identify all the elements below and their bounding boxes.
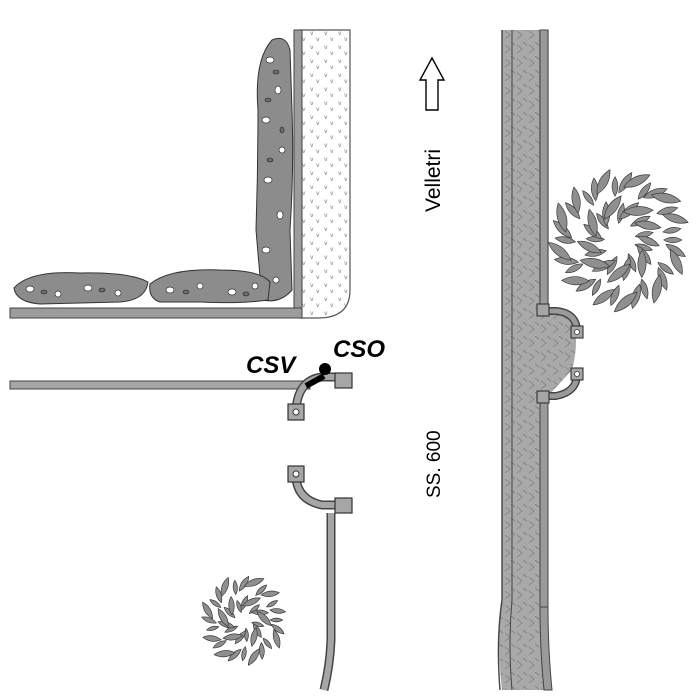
- road-ss600: [497, 29, 584, 691]
- tree-leaf: [270, 623, 285, 635]
- pipeline-upper: [9, 363, 353, 421]
- tree-leaf: [662, 227, 682, 234]
- hedge-vertical: [255, 37, 294, 302]
- tree-leaf: [213, 650, 236, 658]
- tree-leaf: [272, 628, 281, 649]
- tree-leaf: [603, 195, 622, 220]
- tree-leaf: [640, 278, 649, 300]
- tree-leaf: [571, 186, 581, 214]
- tree-leaf: [592, 288, 615, 306]
- bush-icon: [200, 575, 287, 666]
- road-label: SS. 600: [424, 430, 445, 498]
- tree-leaf: [591, 177, 599, 202]
- tree-leaf: [623, 174, 651, 188]
- building-block: [9, 29, 351, 319]
- tree-leaf: [656, 206, 679, 215]
- tree-leaf: [560, 276, 590, 286]
- tree-icon: [547, 169, 689, 313]
- tree-leaf: [564, 202, 581, 220]
- tree-leaf: [256, 611, 272, 627]
- cso-marker: [319, 363, 331, 375]
- tree-leaf: [258, 641, 265, 660]
- tree-leaf: [663, 236, 683, 244]
- tree-leaf: [651, 274, 662, 304]
- tree-leaf: [247, 648, 260, 666]
- tree-leaf: [637, 249, 647, 279]
- cso-label: CSO: [333, 336, 385, 363]
- tree-leaf: [613, 291, 638, 313]
- hedge-group: [13, 37, 294, 305]
- tree-leaf: [637, 235, 660, 247]
- tree-leaf: [556, 202, 568, 233]
- tree-leaf: [610, 284, 620, 307]
- tree-leaf: [669, 248, 683, 275]
- tree-leaf: [634, 220, 662, 230]
- tree-leaf: [269, 608, 287, 614]
- tree-leaf: [266, 600, 279, 608]
- tree-leaf: [220, 576, 230, 597]
- tree-leaf: [232, 579, 238, 596]
- tree-leaf: [238, 575, 250, 592]
- tree-leaf: [575, 278, 597, 292]
- tree-leaf: [260, 590, 280, 597]
- tree-leaf: [227, 648, 242, 662]
- tree-leaf: [650, 192, 682, 204]
- tree-leaf: [576, 240, 602, 254]
- wall-horizontal: [9, 307, 303, 319]
- tree-leaf: [579, 258, 611, 269]
- tree-leaf: [596, 169, 611, 195]
- tree-leaf: [228, 595, 235, 616]
- tree-leaf: [248, 604, 260, 614]
- tree-leaf: [634, 243, 654, 251]
- tree-leaf: [222, 633, 244, 641]
- tree-leaf: [611, 176, 619, 197]
- pipeline-lower: [287, 465, 353, 692]
- tree-leaf: [637, 182, 652, 200]
- wall-vertical: [293, 29, 303, 319]
- flange-lower: [334, 497, 353, 514]
- tree-leaf: [622, 206, 654, 216]
- tree-leaf: [587, 208, 598, 237]
- csv-label: CSV: [246, 352, 297, 379]
- tree-leaf: [269, 617, 284, 623]
- tree-leaf: [662, 213, 689, 224]
- tree-leaf: [200, 616, 218, 624]
- tree-leaf: [243, 578, 265, 587]
- hedge-horizontal-2: [149, 269, 271, 304]
- tree-leaf: [241, 646, 247, 662]
- tree-leaf: [606, 263, 631, 283]
- csv-marker: [304, 373, 326, 389]
- tree-leaf: [565, 263, 584, 274]
- velletri-label: Velletri: [422, 149, 445, 212]
- grass-strip: [299, 29, 351, 319]
- tree-leaf: [209, 599, 222, 608]
- tree-leaf: [657, 262, 674, 275]
- tree-leaf: [262, 637, 273, 650]
- tree-leaf: [592, 278, 601, 297]
- tree-leaf: [202, 635, 222, 642]
- tree-leaf: [665, 243, 686, 257]
- tree-leaf: [547, 241, 572, 261]
- tree-leaf: [582, 190, 595, 206]
- tree-leaf: [251, 621, 265, 627]
- tree-leaf: [205, 625, 220, 631]
- tree-leaf: [255, 584, 268, 596]
- tree-leaf: [242, 597, 261, 607]
- tree-leaf: [217, 607, 229, 628]
- tree-leaf: [202, 601, 213, 620]
- tree-leaf: [215, 586, 223, 604]
- tree-leaf: [554, 236, 577, 244]
- hedge-horizontal-1: [13, 272, 149, 305]
- north-arrow-icon: [418, 56, 446, 111]
- tree-leaf: [236, 599, 242, 614]
- tree-leaf: [250, 626, 258, 647]
- tree-leaf: [212, 640, 227, 649]
- flange-cso: [334, 372, 353, 389]
